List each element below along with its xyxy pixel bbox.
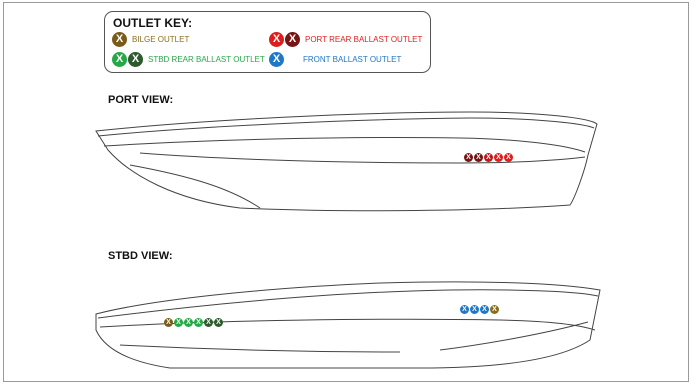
key-label-stbd-rear: STBD REAR BALLAST OUTLET [148,55,265,64]
key-label-bilge: BILGE OUTLET [132,35,190,44]
port-hull-outline [95,111,598,212]
stbd-front-outlet-icon: X [480,305,489,314]
port-outlet-icon: X [484,153,493,162]
port-view-label: PORT VIEW: [108,94,174,106]
key-item-port-rear: X X PORT REAR BALLAST OUTLET [269,32,422,47]
stbd-aft-outlet-icon: X [194,318,203,327]
stbd-front-outlet-icon: X [490,305,499,314]
key-label-front: FRONT BALLAST OUTLET [303,55,402,64]
stbd-rear-ballast-outlet-icon: X [128,52,143,67]
stbd-view-label: STBD VIEW: [108,250,173,262]
port-rear-ballast-outlet-icon: X [269,32,284,47]
port-outlet-icon: X [504,153,513,162]
stbd-aft-outlet-icon: X [164,318,173,327]
port-rear-ballast-outlet-icon: X [285,32,300,47]
outlet-key-title: OUTLET KEY: [113,16,193,30]
key-item-bilge: X BILGE OUTLET [112,32,189,47]
key-item-front: X FRONT BALLAST OUTLET [269,52,401,67]
port-outlet-icon: X [494,153,503,162]
front-ballast-outlet-icon: X [269,52,284,67]
stbd-aft-outlet-icon: X [214,318,223,327]
stbd-aft-outlet-icon: X [204,318,213,327]
stbd-aft-outlet-icon: X [184,318,193,327]
stbd-aft-outlet-icon: X [174,318,183,327]
diagram-frame [3,2,689,382]
port-outlet-icon: X [474,153,483,162]
stbd-front-outlet-icon: X [470,305,479,314]
key-item-stbd-rear: X X STBD REAR BALLAST OUTLET [112,52,265,67]
outlet-key: OUTLET KEY: X BILGE OUTLET X X STBD REAR… [104,11,431,73]
stbd-rear-ballast-outlet-icon: X [112,52,127,67]
key-label-port-rear: PORT REAR BALLAST OUTLET [305,35,423,44]
stbd-front-outlet-icon: X [460,305,469,314]
bilge-outlet-icon: X [112,32,127,47]
port-outlet-icon: X [464,153,473,162]
